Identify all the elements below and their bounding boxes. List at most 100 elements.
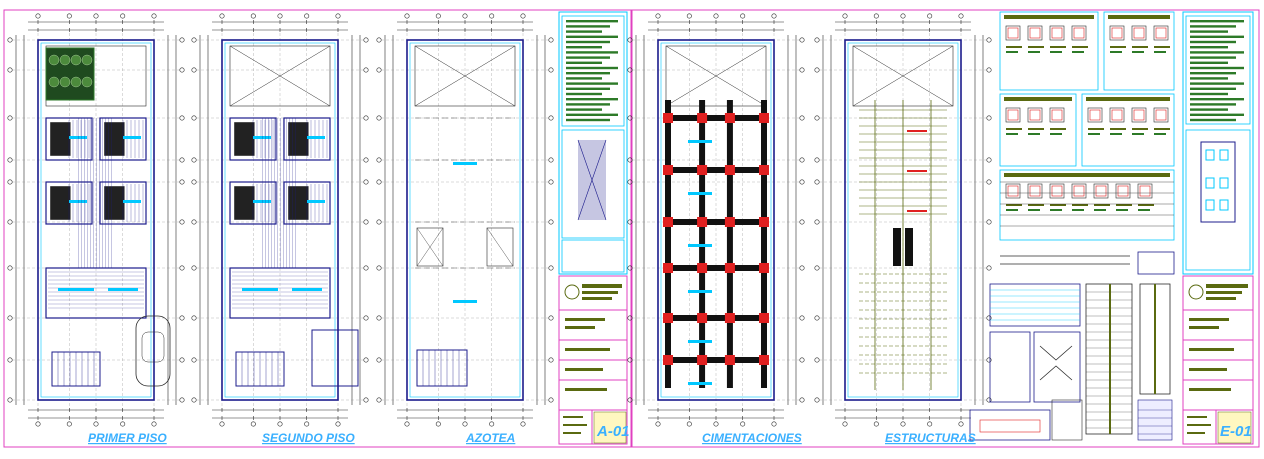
inner-wall xyxy=(40,42,152,398)
note-line xyxy=(1190,40,1236,44)
detail-label xyxy=(1006,128,1022,130)
axis-marker xyxy=(7,265,13,271)
detail-label xyxy=(1154,51,1166,53)
footing xyxy=(663,355,673,365)
note-line xyxy=(566,118,610,122)
detail-label xyxy=(1028,133,1040,135)
axis-marker xyxy=(277,13,283,19)
label-bar xyxy=(123,200,141,203)
inner-wall xyxy=(847,42,959,398)
axis-marker xyxy=(404,13,410,19)
axis-marker xyxy=(520,13,526,19)
axis-marker xyxy=(191,37,197,43)
note-line xyxy=(1190,30,1228,33)
note-line xyxy=(566,30,602,33)
rebar-section xyxy=(1029,185,1041,197)
section-box xyxy=(1027,25,1043,41)
label-bar xyxy=(253,136,271,139)
section-box xyxy=(1049,183,1065,199)
axis-marker xyxy=(548,37,554,43)
rebar-section xyxy=(1029,109,1041,121)
axis-marker xyxy=(376,315,382,321)
column xyxy=(905,228,913,266)
axis-marker xyxy=(179,265,185,271)
note-line xyxy=(566,40,610,44)
note-line xyxy=(1190,35,1244,38)
plant xyxy=(70,76,82,88)
detail-label xyxy=(1132,128,1148,130)
car-window xyxy=(141,331,165,363)
axis-marker xyxy=(35,421,41,427)
note-line xyxy=(1190,61,1228,64)
axis-marker xyxy=(655,13,661,19)
axis-marker xyxy=(627,265,633,271)
note-line xyxy=(566,61,602,64)
axis-marker xyxy=(740,13,746,19)
axis-marker xyxy=(655,421,661,427)
axis-marker xyxy=(363,357,369,363)
axis-marker xyxy=(376,37,382,43)
detail-label xyxy=(1028,204,1044,206)
footing xyxy=(724,217,735,227)
label-bar xyxy=(58,288,94,291)
plant xyxy=(48,54,60,66)
axis-marker xyxy=(376,265,382,271)
detail-label xyxy=(1050,51,1062,53)
axis-marker xyxy=(814,157,820,163)
rebar-section xyxy=(1095,185,1107,197)
axis-marker xyxy=(7,179,13,185)
note-line xyxy=(1190,25,1236,28)
rebar-section xyxy=(1007,109,1019,121)
note-line xyxy=(1190,87,1236,90)
footing xyxy=(663,263,673,273)
axis-marker xyxy=(548,115,554,121)
axis-marker xyxy=(363,219,369,225)
axis-marker xyxy=(986,179,992,185)
section-box xyxy=(1109,25,1125,41)
axis-marker xyxy=(814,219,820,225)
detail-label xyxy=(1132,46,1148,48)
axis-marker xyxy=(799,37,805,43)
label-bar xyxy=(453,300,477,303)
patio-outline xyxy=(229,45,331,107)
axis-marker xyxy=(548,357,554,363)
axis-marker xyxy=(927,421,933,427)
detail-header xyxy=(1004,15,1094,19)
label-bar xyxy=(688,140,712,143)
axis-marker xyxy=(986,67,992,73)
axis-marker xyxy=(376,397,382,403)
axis-marker xyxy=(363,115,369,121)
axis-marker xyxy=(814,397,820,403)
room xyxy=(45,117,93,161)
footing xyxy=(724,165,735,175)
axis-marker xyxy=(7,219,13,225)
axis-marker xyxy=(799,115,805,121)
label-bar xyxy=(242,288,278,291)
rebar-section xyxy=(1111,27,1123,39)
column xyxy=(893,228,901,266)
axis-marker xyxy=(873,13,879,19)
axis-marker xyxy=(986,357,992,363)
axis-marker xyxy=(179,315,185,321)
axis-marker xyxy=(627,157,633,163)
axis-marker xyxy=(219,421,225,427)
note-line xyxy=(566,113,618,116)
footing-detail xyxy=(1051,399,1083,441)
footing xyxy=(759,313,769,323)
axis-marker xyxy=(376,67,382,73)
axis-marker xyxy=(179,115,185,121)
axis-marker xyxy=(627,67,633,73)
detail-label xyxy=(1138,209,1150,211)
section-box xyxy=(1027,107,1043,123)
rebar-section xyxy=(1111,109,1123,121)
axis-marker xyxy=(151,421,157,427)
section-box xyxy=(1005,183,1021,199)
note-line xyxy=(1190,108,1228,111)
axis-marker xyxy=(799,67,805,73)
label-bar xyxy=(453,162,477,165)
room xyxy=(283,181,331,225)
axis-marker xyxy=(548,67,554,73)
axis-marker xyxy=(179,37,185,43)
axis-marker xyxy=(363,179,369,185)
rebar-section xyxy=(1051,27,1063,39)
